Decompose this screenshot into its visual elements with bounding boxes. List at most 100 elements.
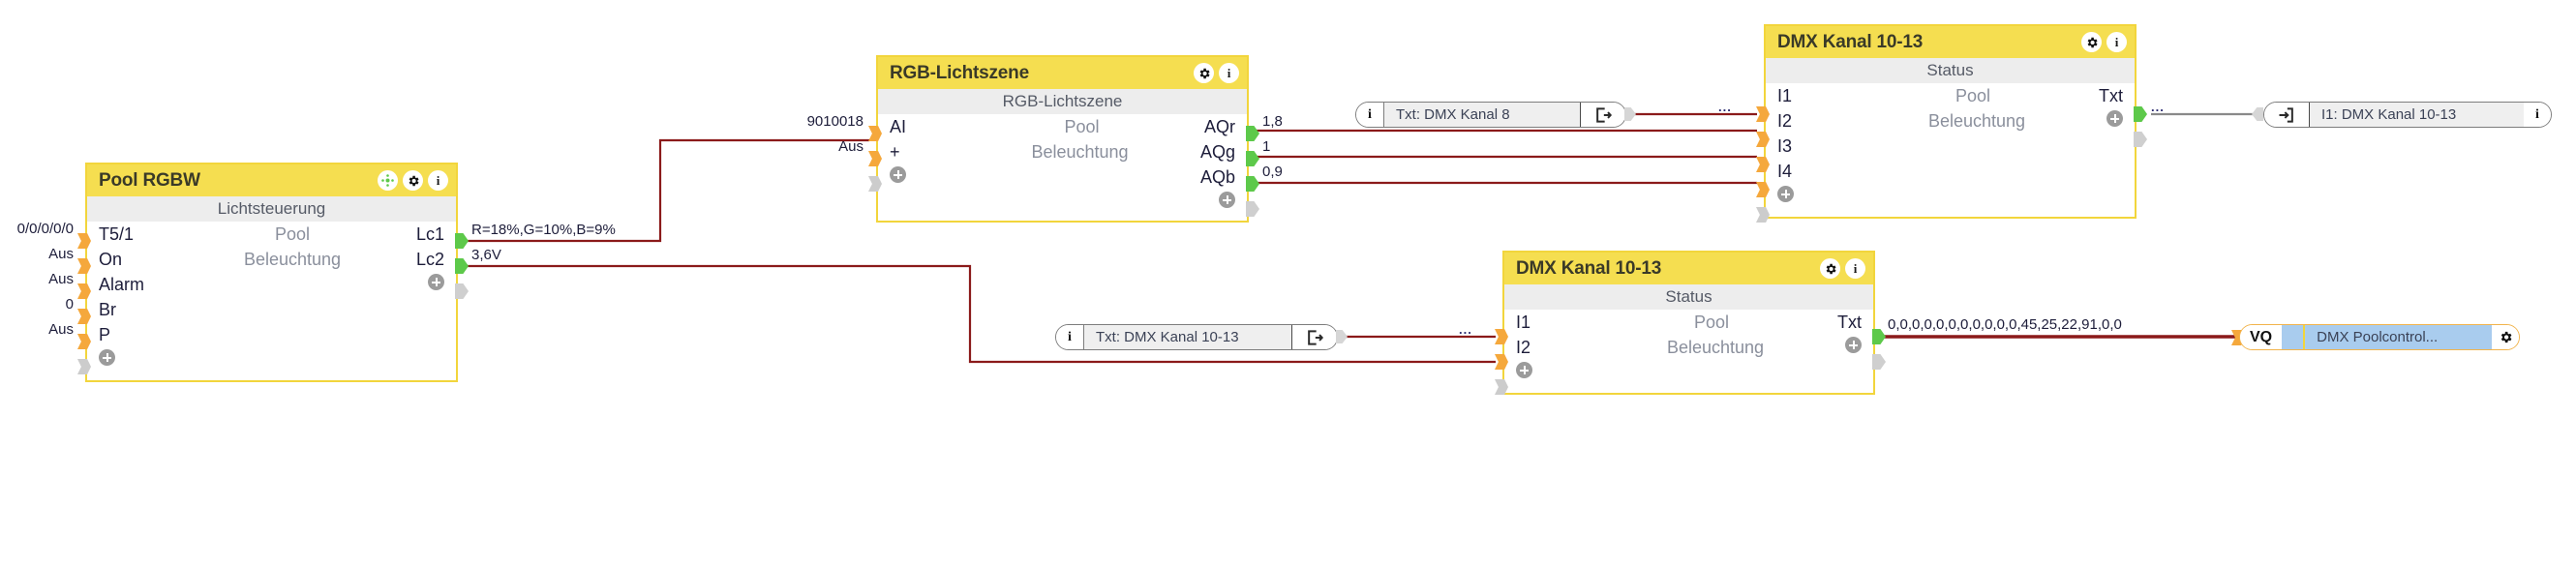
block-row: I2 Beleuchtung [1504,335,1873,360]
info-icon[interactable]: i [428,170,448,191]
input-pin-add[interactable] [1756,207,1770,223]
center-line: Beleuchtung [1666,337,1765,357]
info-icon[interactable]: i [1056,325,1084,349]
input-label: I1 [1777,85,1793,105]
input-pin-p[interactable] [77,334,91,349]
output-pin-add[interactable] [1872,354,1886,370]
center-line: Pool [1693,312,1730,332]
block-dmx-kanal-10-13-bottom[interactable]: DMX Kanal 10-13 i Status I1 Pool Txt I2 … [1502,251,1875,395]
text-node-txt-dmx-kanal-10-13[interactable]: i Txt: DMX Kanal 10-13 [1055,324,1338,350]
add-output-button[interactable] [1219,192,1247,213]
input-pin-i3[interactable] [1756,157,1770,172]
export-icon[interactable] [1291,325,1337,349]
info-icon[interactable]: i [1219,63,1239,83]
input-pin-ai[interactable] [868,126,882,141]
plus-icon[interactable] [99,349,115,366]
add-output-button[interactable] [1845,337,1873,358]
wire-lc2-to-dmx-bottom-i2 [463,264,1496,364]
plus-icon[interactable] [2106,110,2123,127]
input-pin-add[interactable] [868,176,882,192]
add-input-button[interactable] [87,349,168,371]
text-node-i1-dmx-kanal-10-13[interactable]: I1: DMX Kanal 10-13 i [2263,102,2552,128]
output-pin-aqb[interactable] [1246,176,1259,192]
gear-icon[interactable] [1194,63,1214,83]
input-pin-i1[interactable] [1495,329,1508,344]
plus-icon[interactable] [1219,192,1235,208]
input-pin-i2[interactable] [1756,132,1770,147]
input-value: 9010018 [806,113,864,130]
output-pin-lc1[interactable] [455,233,469,249]
block-header[interactable]: Pool RGBW i [87,164,456,196]
node-tail-connector [1624,107,1636,121]
input-pin-i4[interactable] [1756,182,1770,197]
input-pin-plus[interactable] [868,151,882,166]
block-row: AQb [878,164,1247,190]
plus-icon[interactable] [428,274,444,290]
center-line: Beleuchtung [1031,141,1129,162]
info-icon[interactable]: i [1356,103,1384,127]
add-output-button[interactable] [2106,110,2135,132]
plus-icon[interactable] [890,166,906,183]
gear-icon[interactable] [1820,258,1840,279]
input-pin-alarm[interactable] [77,283,91,299]
input-pin-i2[interactable] [1495,354,1508,370]
output-label: Txt [2099,85,2123,105]
output-value: 1,8 [1262,113,1283,130]
block-dmx-kanal-10-13-top[interactable]: DMX Kanal 10-13 i Status I1 Pool Txt I2 … [1764,24,2137,219]
output-pin-add[interactable] [2134,132,2147,147]
input-pin-t51[interactable] [77,233,91,249]
input-pin-add[interactable] [1495,379,1508,395]
output-label: AQr [1203,116,1235,136]
block-title: Pool RGBW [99,169,200,191]
plus-icon[interactable] [1516,362,1532,378]
output-pin-txt[interactable] [2134,106,2147,122]
input-pin-add[interactable] [77,359,91,374]
block-header[interactable]: RGB-Lichtszene i [878,57,1247,89]
output-value: ... [2151,100,2165,114]
import-icon[interactable] [2264,103,2310,127]
block-subtitle: Lichtsteuerung [87,196,456,222]
output-pin-add[interactable] [455,283,469,299]
input-pin-on[interactable] [77,258,91,274]
output-pin-aqr[interactable] [1246,126,1259,141]
output-pin-txt[interactable] [1872,329,1886,344]
input-value: 0 [65,296,74,313]
input-label: + [890,141,900,162]
add-input-button[interactable] [1766,186,1847,207]
block-pool-rgbw[interactable]: Pool RGBW i [85,163,458,382]
gear-icon[interactable] [2492,325,2519,349]
input-pin-br[interactable] [77,309,91,324]
plus-icon[interactable] [1845,337,1862,353]
info-icon[interactable]: i [2524,103,2551,127]
export-icon[interactable] [1580,103,1625,127]
node-tail-connector [2252,107,2263,121]
add-output-button[interactable] [428,274,456,295]
block-rgb-lichtszene[interactable]: RGB-Lichtszene i RGB-Lichtszene AI Pool … [876,55,1249,223]
block-header[interactable]: DMX Kanal 10-13 i [1766,26,2135,58]
block-header[interactable]: DMX Kanal 10-13 i [1504,253,1873,284]
add-input-button[interactable] [1504,362,1586,383]
info-icon[interactable]: i [2106,32,2127,52]
output-pin-aqg[interactable] [1246,151,1259,166]
block-subtitle: Status [1766,58,2135,83]
info-icon[interactable]: i [1845,258,1865,279]
node-tail-connector [1336,330,1348,343]
text-node-txt-dmx-kanal-8[interactable]: i Txt: DMX Kanal 8 [1355,102,1626,128]
input-label: I4 [1777,161,1793,181]
add-input-button[interactable] [878,166,959,188]
input-label: I3 [1777,135,1793,156]
block-row [1766,184,2135,209]
block-row: On Beleuchtung Lc2 [87,247,456,272]
input-pin-i1[interactable] [1756,106,1770,122]
input-value: ... [1718,100,1732,114]
vq-node-dmx-poolcontrol[interactable]: VQ DMX Poolcontrol... [2239,324,2520,350]
gear-icon[interactable] [403,170,423,191]
block-subtitle: Status [1504,284,1873,310]
gear-icon[interactable] [2081,32,2102,52]
plus-icon[interactable] [1777,186,1794,202]
output-pin-lc2[interactable] [455,258,469,274]
output-value: 3,6V [471,247,501,263]
connections-icon[interactable] [378,170,398,191]
output-pin-add[interactable] [1246,201,1259,217]
